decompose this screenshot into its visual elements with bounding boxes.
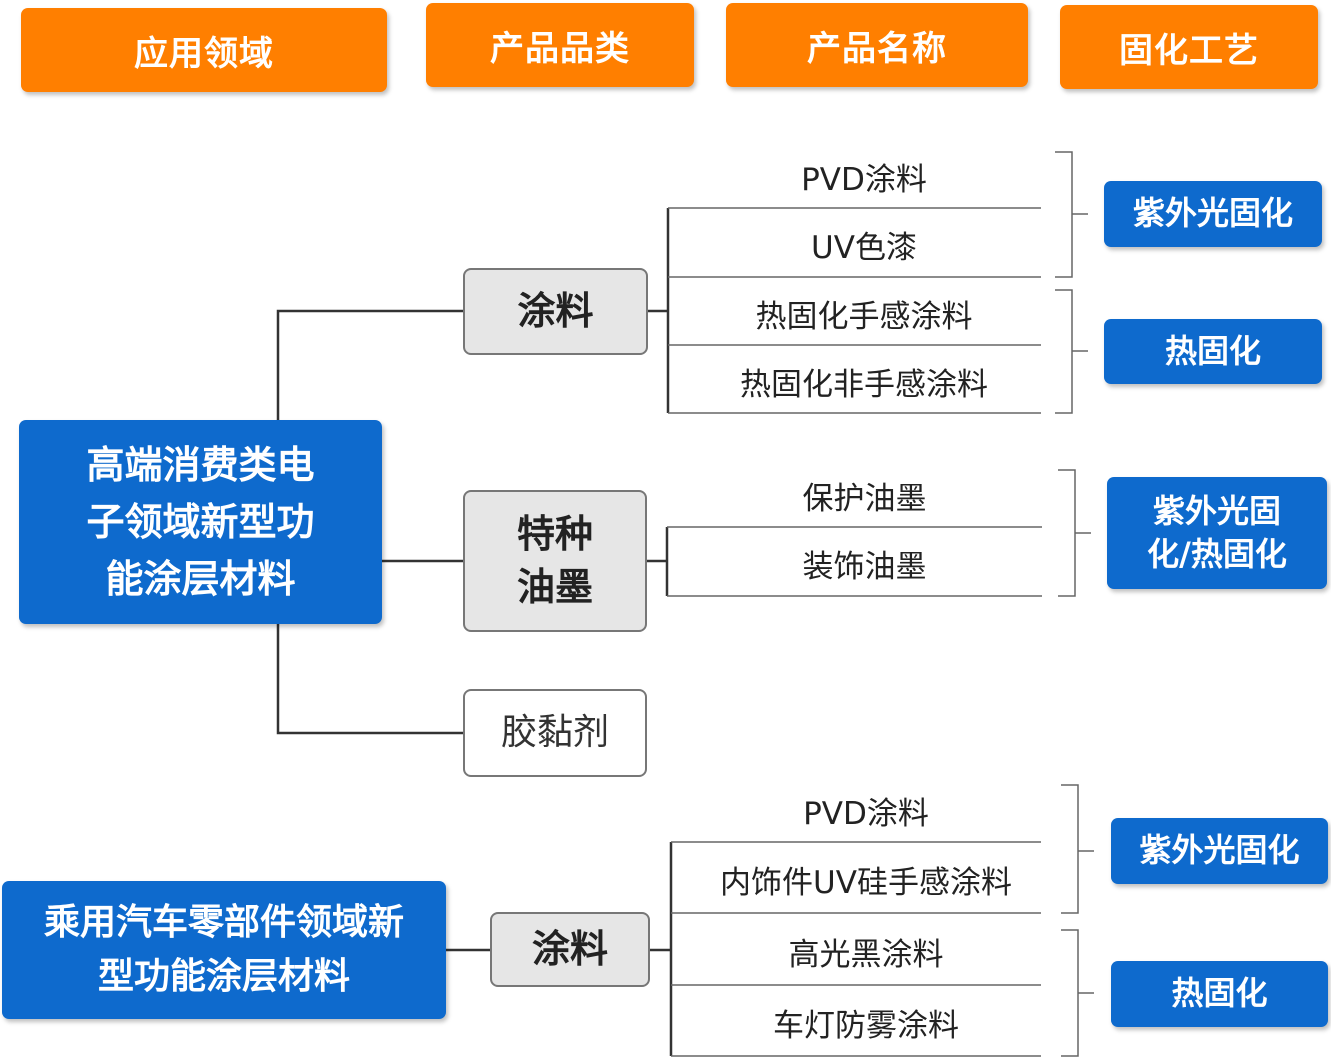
product-protective-ink: 保护油墨 [802,480,927,517]
product-uv-color-paint: UV色漆 [811,230,917,266]
bracket-thermal-1 [1055,289,1088,414]
bracket-thermal-2 [1061,929,1094,1057]
bracket-uv-1 [1055,151,1088,278]
connector-domain1-adhesive [276,624,465,735]
domain-consumer-electronics: 高端消费类电 子领域新型功 能涂层材料 [19,420,382,624]
product-thermal-touch-coating: 热固化手感涂料 [755,298,973,335]
header-product-name: 产品名称 [726,3,1028,87]
process-uv-curing-auto: 紫外光固化 [1111,818,1328,884]
category-coating: 涂料 [463,268,648,355]
product-thermal-non-touch-coating: 热固化非手感涂料 [740,366,988,403]
header-curing-process: 固化工艺 [1060,5,1318,89]
category-adhesive: 胶黏剂 [463,689,647,777]
category-special-ink: 特种 油墨 [463,490,647,632]
bracket-uv-2 [1061,784,1094,914]
connector-ink-products [646,527,669,596]
process-uv-curing: 紫外光固化 [1104,181,1322,247]
process-thermal-curing: 热固化 [1104,319,1322,384]
header-product-category: 产品品类 [426,3,694,87]
product-decorative-ink: 装饰油墨 [802,549,927,585]
bracket-uv-thermal [1058,469,1091,597]
domain-automotive-parts: 乘用汽车零部件领域新 型功能涂层材料 [2,881,446,1019]
product-high-gloss-black-coating: 高光黑涂料 [788,936,944,973]
process-thermal-curing-auto: 热固化 [1111,961,1328,1027]
category-coating-auto: 涂料 [490,912,650,987]
process-uv-or-thermal-curing: 紫外光固 化/热固化 [1107,477,1327,589]
header-application-domain: 应用领域 [21,8,387,92]
connector-coating-products [647,208,670,413]
connector-domain2-coating-products [650,842,673,1056]
product-pvd-coating-auto: PVD涂料 [803,795,929,832]
product-interior-uv-silicone-touch-coating: 内饰件UV硅手感涂料 [720,865,1012,901]
product-headlamp-antifog-coating: 车灯防雾涂料 [773,1008,959,1044]
product-pvd-coating: PVD涂料 [801,162,927,198]
connector-domain1-coating [276,309,465,420]
